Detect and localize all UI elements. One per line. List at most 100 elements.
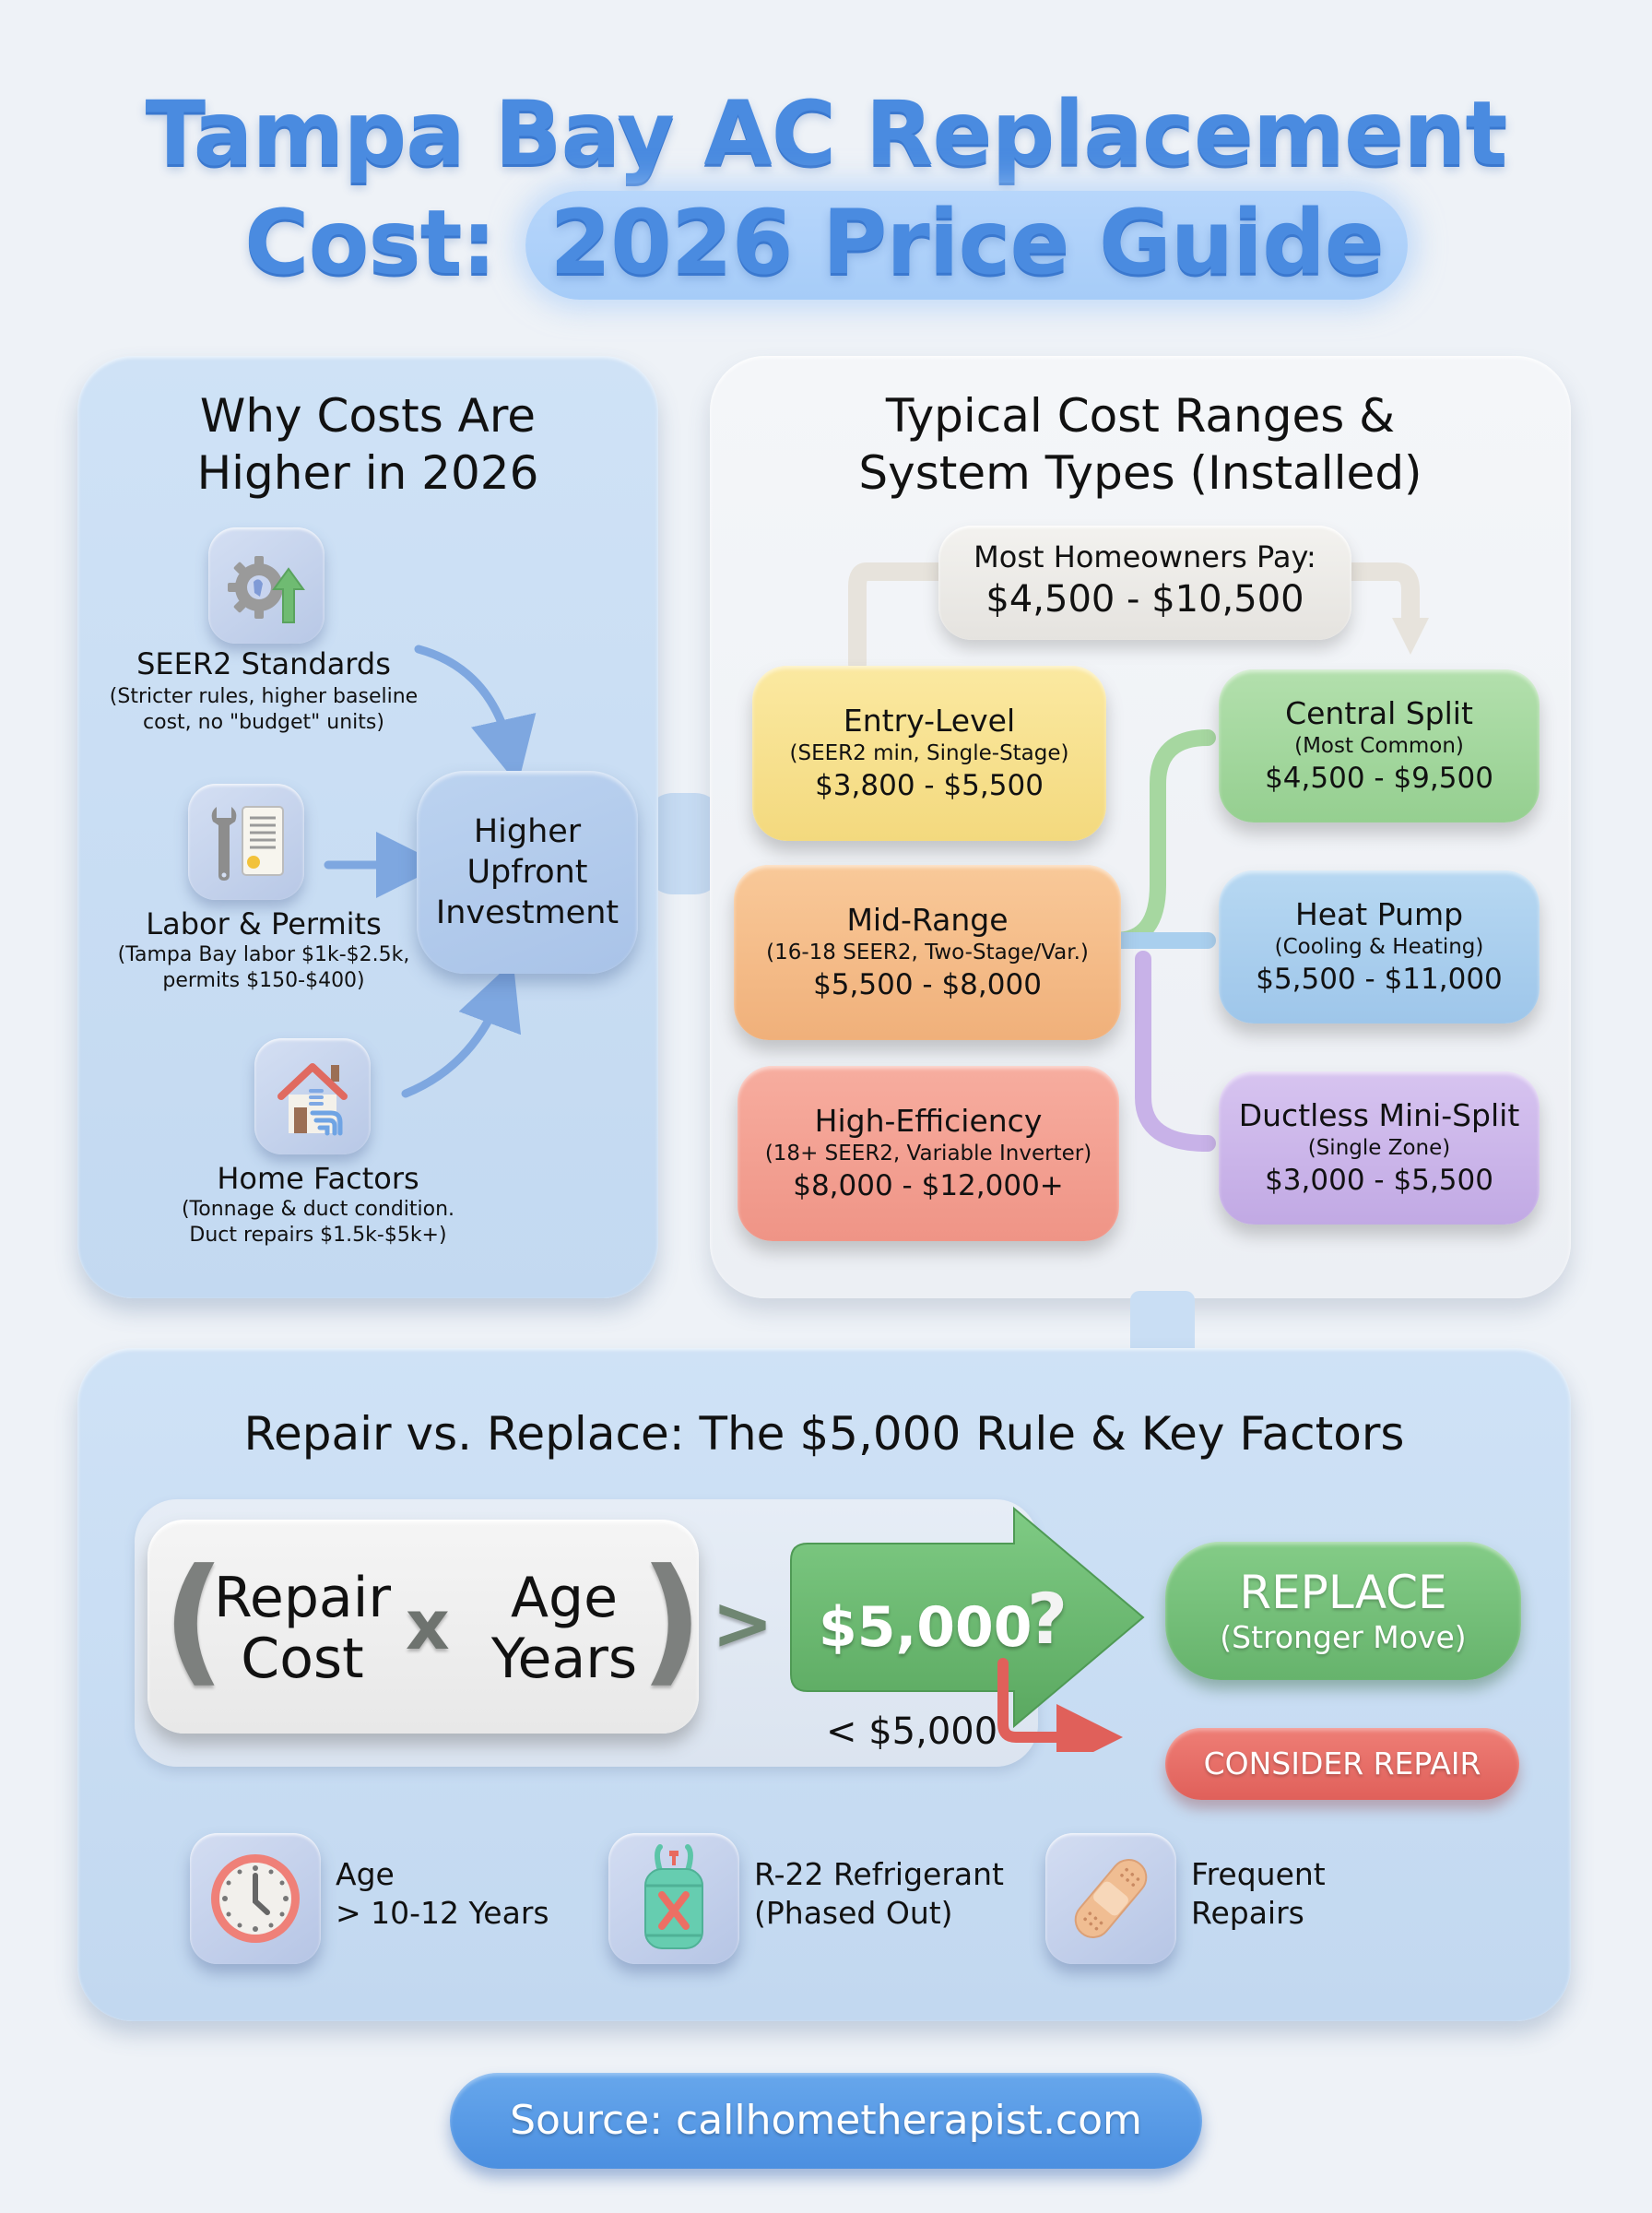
replace-sub: (Stronger Move) [1220, 1619, 1467, 1655]
refrigerant-factor-label: R-22 Refrigerant (Phased Out) [754, 1855, 1004, 1933]
connector-ductless [1135, 951, 1216, 1152]
gear-arrow-up-icon [228, 556, 305, 623]
tier-card-entry-level: Entry-Level (SEER2 min, Single-Stage) $3… [752, 666, 1106, 841]
why-costs-heading-line2: Higher in 2026 [196, 446, 539, 500]
greater-than-icon: > [712, 1580, 774, 1666]
formula-term-age-years: Age Years [479, 1568, 649, 1689]
term2-line1: Age [510, 1566, 619, 1630]
most-pay-label: Most Homeowners Pay: [974, 539, 1316, 574]
system-price: $3,000 - $5,500 [1265, 1164, 1493, 1197]
refrigerant-tank-icon [644, 1844, 703, 1949]
cost-connectors [848, 562, 1429, 1152]
system-name: Heat Pump [1294, 896, 1464, 932]
upfront-line1: Higher [473, 813, 582, 850]
tier-sub: (SEER2 min, Single-Stage) [789, 741, 1069, 765]
source-link[interactable]: Source: callhometherapist.com [450, 2073, 1202, 2169]
title-highlight: 2026 Price Guide [525, 191, 1408, 300]
tier-sub: (16-18 SEER2, Two-Stage/Var.) [766, 941, 1089, 964]
cost-ranges-heading: Typical Cost Ranges & System Types (Inst… [710, 387, 1571, 502]
threshold-arrow-icon [790, 1506, 1145, 1752]
below-threshold-label: < $5,000 [826, 1710, 998, 1753]
seer2-desc: (Stricter rules, higher baseline cost, n… [92, 684, 435, 736]
upfront-line2: Upfront [466, 854, 588, 891]
home-factors-desc: (Tonnage & duct condition. Duct repairs … [92, 1197, 544, 1249]
labor-desc: (Tampa Bay labor $1k-$2.5k, permits $150… [92, 942, 435, 994]
refrigerant-line2: (Phased Out) [754, 1895, 953, 1931]
arrow-head-down-icon [1392, 618, 1429, 655]
formula-box [148, 1520, 699, 1734]
consider-repair-outcome: CONSIDER REPAIR [1165, 1728, 1519, 1800]
system-name: Ductless Mini-Split [1238, 1097, 1520, 1133]
cost-ranges-heading-line2: System Types (Installed) [858, 446, 1422, 500]
seer2-icon-tile [208, 527, 324, 644]
seer2-label: SEER2 Standards [136, 646, 391, 681]
system-name: Central Split [1285, 695, 1473, 731]
most-homeowners-pay-box: Most Homeowners Pay: $4,500 - $10,500 [938, 526, 1351, 640]
system-card-heat-pump: Heat Pump (Cooling & Heating) $5,500 - $… [1219, 870, 1540, 1024]
factor-arrows [324, 645, 537, 1098]
system-price: $5,500 - $11,000 [1256, 963, 1503, 996]
system-sub: (Most Common) [1294, 734, 1464, 758]
connector-most-pay-entry [848, 562, 950, 673]
replace-label: REPLACE [1239, 1566, 1447, 1619]
cost-ranges-heading-line1: Typical Cost Ranges & [885, 389, 1396, 443]
clock-icon [211, 1854, 300, 1943]
tier-price: $8,000 - $12,000+ [793, 1169, 1064, 1202]
labor-desc-line2: permits $150-$400) [162, 969, 365, 992]
why-costs-heading: Why Costs Are Higher in 2026 [77, 387, 658, 502]
close-paren: ) [640, 1540, 703, 1700]
system-sub: (Single Zone) [1307, 1136, 1451, 1160]
home-desc-line2: Duct repairs $1.5k-$5k+) [189, 1224, 447, 1247]
higher-upfront-investment-box: Higher Upfront Investment [417, 771, 638, 974]
repairs-icon-tile [1045, 1833, 1176, 1964]
title-line1: Tampa Bay AC Replacement [145, 82, 1508, 185]
bandage-icon [1074, 1859, 1148, 1938]
tier-sub: (18+ SEER2, Variable Inverter) [764, 1142, 1092, 1166]
system-sub: (Cooling & Heating) [1274, 935, 1484, 959]
labor-desc-line1: (Tampa Bay labor $1k-$2.5k, [117, 943, 410, 966]
house-duct-icon [277, 1063, 348, 1136]
age-line1: Age [336, 1856, 395, 1892]
multiply-icon: x [406, 1586, 450, 1665]
wrench-document-icon [211, 806, 284, 881]
repairs-line1: Frequent [1191, 1856, 1326, 1892]
tier-price: $5,500 - $8,000 [813, 968, 1042, 1001]
why-costs-heading-line1: Why Costs Are [199, 389, 537, 443]
page-title: Tampa Bay AC Replacement Cost: 2026 Pric… [0, 79, 1652, 300]
home-factors-label: Home Factors [217, 1161, 419, 1196]
question-mark-icon: ? [1027, 1578, 1068, 1660]
age-icon-tile [190, 1833, 321, 1964]
system-price: $4,500 - $9,500 [1265, 762, 1493, 795]
tier-price: $3,800 - $5,500 [815, 769, 1044, 802]
term1-line1: Repair [213, 1566, 392, 1630]
system-card-central-split: Central Split (Most Common) $4,500 - $9,… [1219, 669, 1540, 822]
threshold-value: $5,000 [819, 1595, 1032, 1660]
term2-line2: Years [490, 1627, 638, 1691]
open-paren: ( [162, 1540, 226, 1700]
seer2-desc-line2: cost, no "budget" units) [143, 711, 384, 734]
tier-name: Entry-Level [843, 703, 1016, 739]
repairs-line2: Repairs [1191, 1895, 1304, 1931]
home-icon-tile [254, 1038, 371, 1154]
term1-line2: Cost [241, 1627, 364, 1691]
arrow-home [401, 961, 522, 1098]
connector-central-split [1107, 729, 1216, 949]
connector-most-pay-central [1340, 562, 1420, 627]
repair-replace-heading: Repair vs. Replace: The $5,000 Rule & Ke… [243, 1407, 1405, 1461]
age-factor-label: Age > 10-12 Years [336, 1855, 549, 1933]
tier-name: Mid-Range [846, 902, 1009, 938]
most-pay-range: $4,500 - $10,500 [985, 578, 1304, 621]
refrigerant-icon-tile [608, 1833, 739, 1964]
title-line2-prefix: Cost: [244, 191, 497, 294]
home-desc-line1: (Tonnage & duct condition. [181, 1198, 455, 1221]
labor-icon-tile [188, 784, 304, 900]
refrigerant-line1: R-22 Refrigerant [754, 1856, 1004, 1892]
age-line2: > 10-12 Years [336, 1895, 549, 1931]
replace-outcome: REPLACE (Stronger Move) [1165, 1542, 1521, 1680]
arrow-seer2 [414, 645, 537, 786]
seer2-desc-line1: (Stricter rules, higher baseline [109, 685, 419, 708]
upfront-line3: Investment [435, 894, 620, 931]
tier-card-mid-range: Mid-Range (16-18 SEER2, Two-Stage/Var.) … [734, 865, 1121, 1040]
frequent-repairs-factor-label: Frequent Repairs [1191, 1855, 1326, 1933]
system-card-ductless-mini-split: Ductless Mini-Split (Single Zone) $3,000… [1219, 1071, 1540, 1225]
